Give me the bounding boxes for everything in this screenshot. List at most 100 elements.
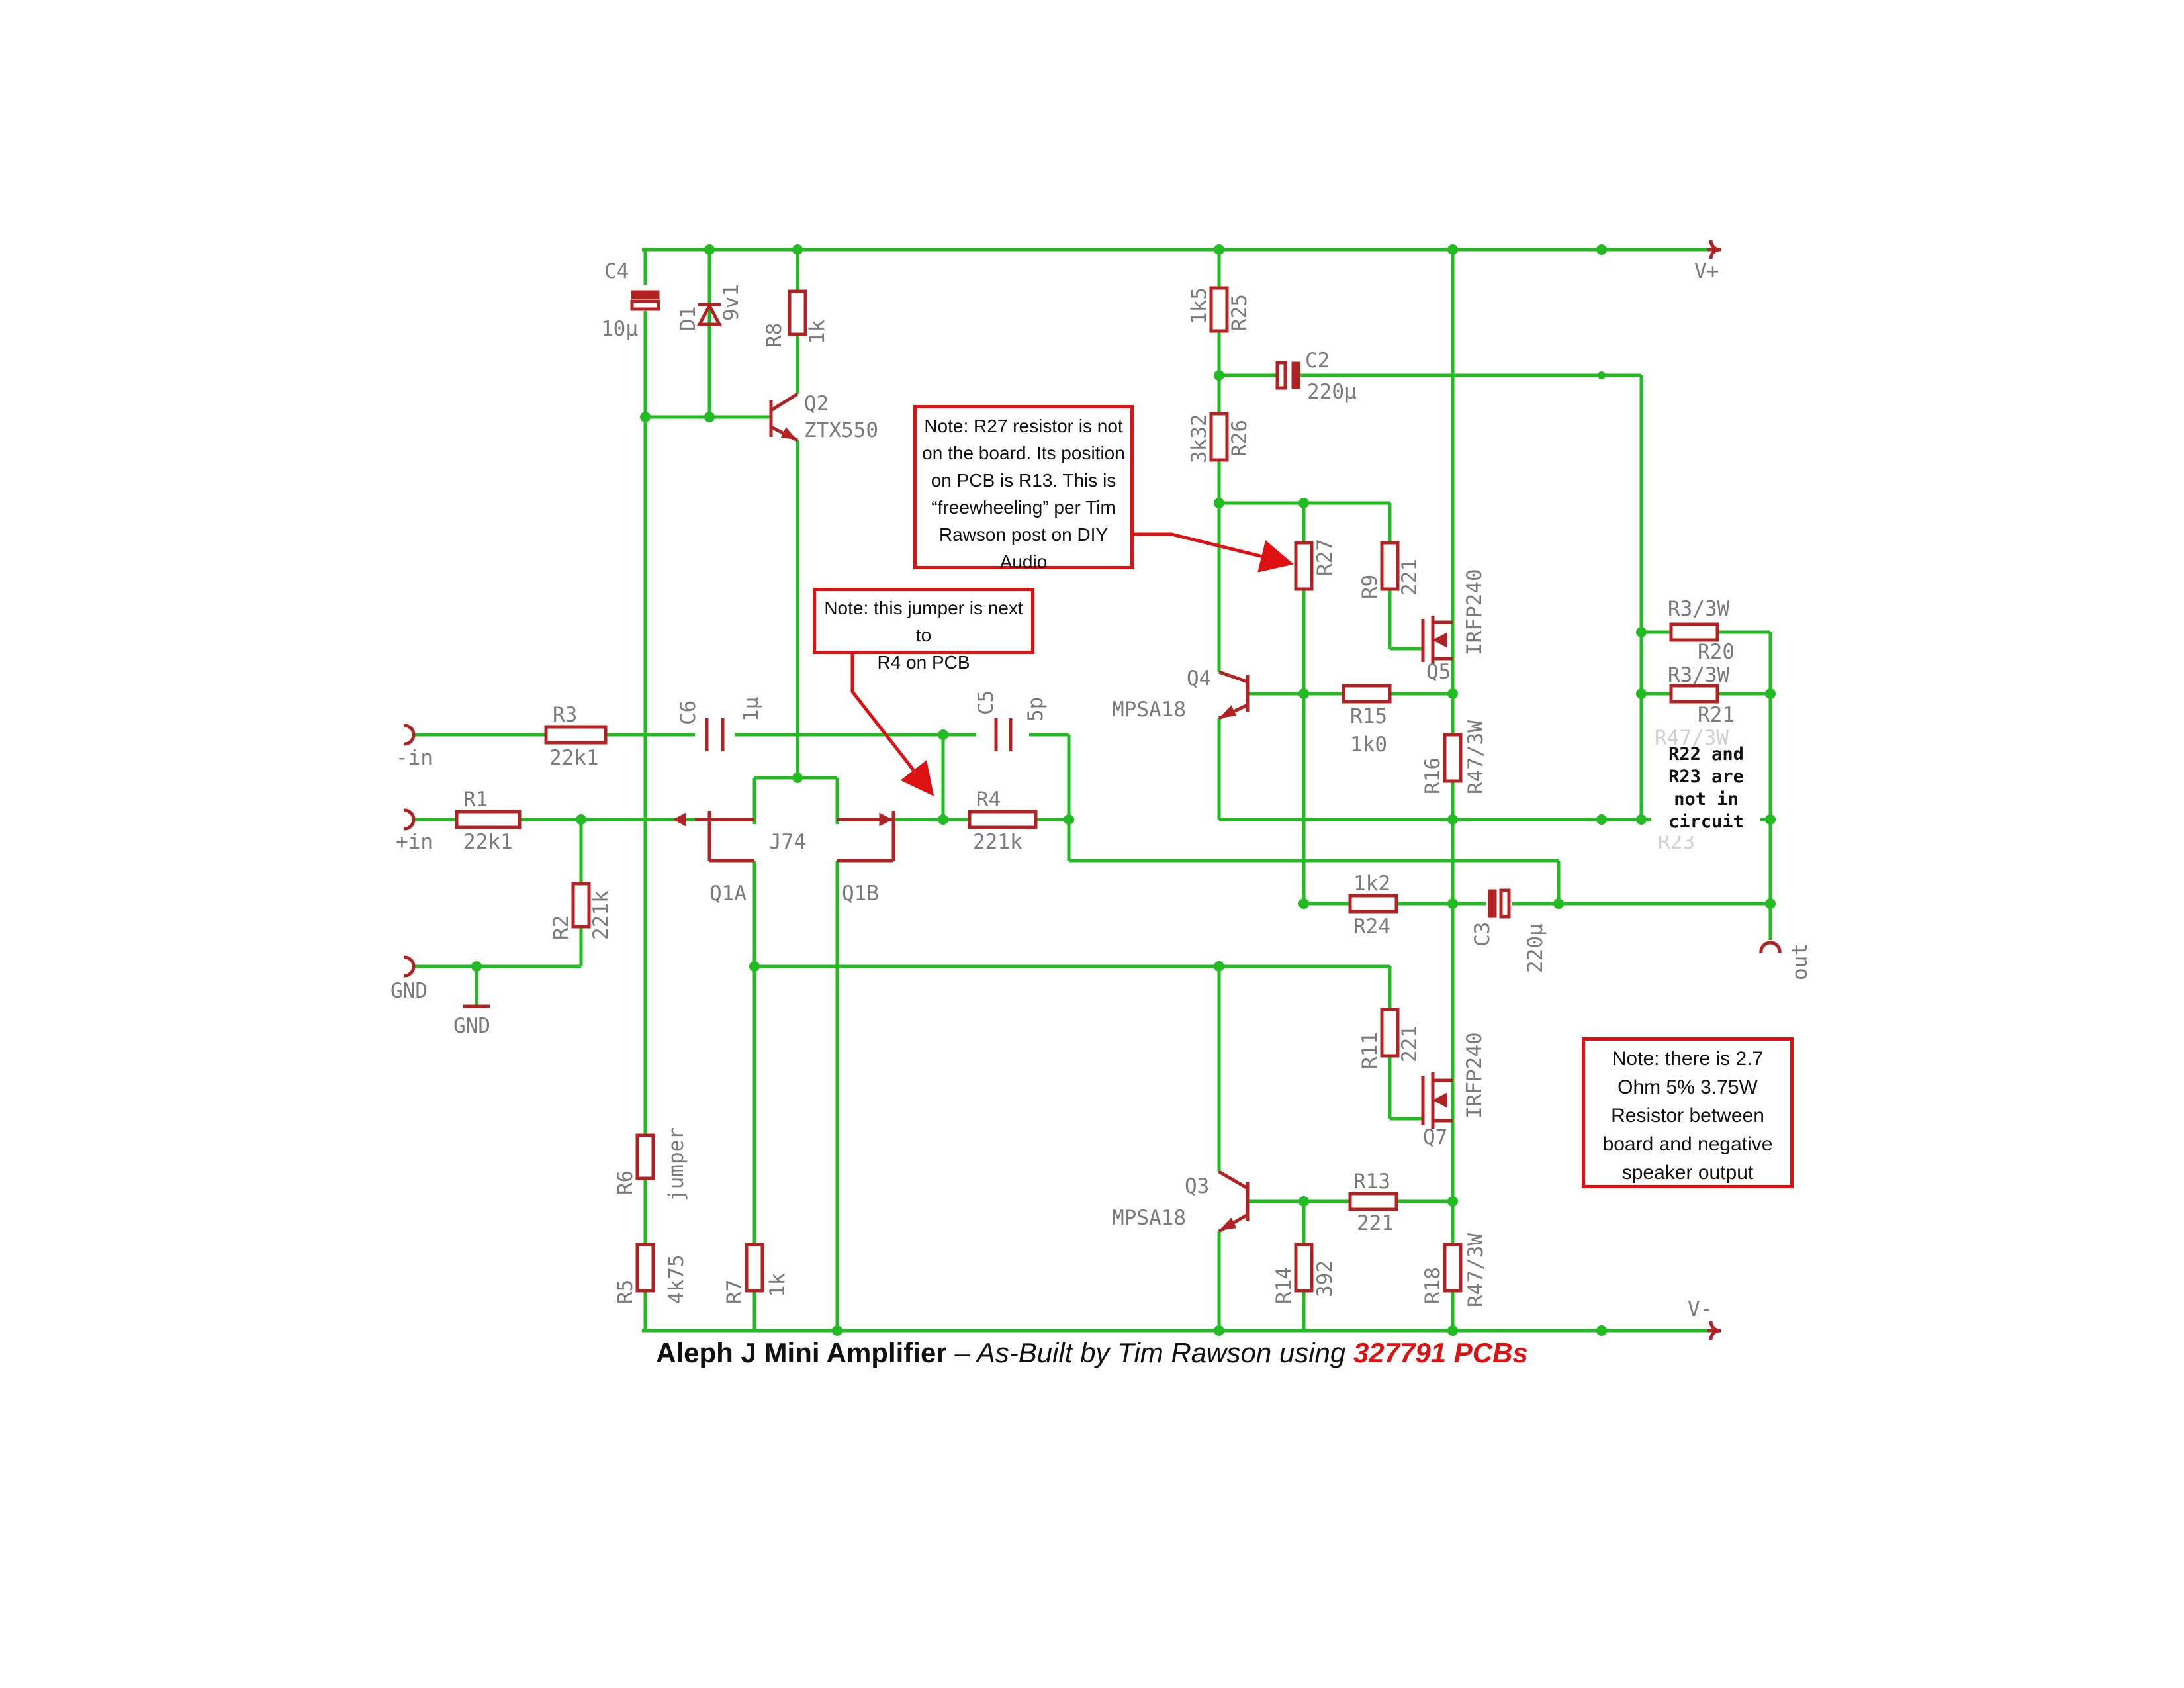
svg-text:1k2: 1k2 [1353, 872, 1390, 896]
svg-text:D1: D1 [676, 306, 700, 331]
r5-resistor: R5 4k75 [614, 1243, 688, 1304]
svg-text:R7: R7 [723, 1280, 747, 1304]
svg-text:IRFP240: IRFP240 [1463, 1032, 1486, 1119]
svg-text:R11: R11 [1358, 1032, 1382, 1069]
svg-text:C6: C6 [676, 700, 700, 725]
gnd-label: GND [390, 979, 428, 1003]
r8-resistor: R8 1k [762, 289, 829, 348]
svg-text:ZTX550: ZTX550 [804, 418, 878, 442]
svg-text:1µ: 1µ [739, 697, 763, 722]
plus-in-label: +in [396, 830, 433, 854]
svg-text:R25: R25 [1228, 294, 1251, 331]
svg-text:MPSA18: MPSA18 [1112, 1206, 1186, 1230]
q2-transistor: Q2 ZTX550 [769, 392, 878, 442]
r1-resistor: R1 22k1 [455, 788, 522, 854]
r21-resistor: R3/3W R21 [1668, 663, 1735, 727]
caption-title: Aleph J Mini Amplifier [656, 1337, 947, 1368]
svg-text:1k0: 1k0 [1350, 733, 1387, 757]
c5-capacitor: C5 5p [974, 690, 1048, 751]
q5-mosfet: Q5 IRFP240 [1421, 569, 1486, 684]
svg-text:R15: R15 [1350, 704, 1387, 728]
svg-text:Q1A: Q1A [709, 882, 747, 906]
plus-in-connector: +in [396, 808, 433, 854]
q3-transistor: Q3 MPSA18 [1112, 1170, 1250, 1233]
svg-text:R3: R3 [553, 703, 577, 727]
r16-resistor: R16 R47/3W [1421, 720, 1488, 794]
vminus-label: V- [1688, 1297, 1712, 1321]
svg-text:C5: C5 [974, 690, 998, 715]
svg-text:Q3: Q3 [1185, 1174, 1209, 1198]
svg-text:221: 221 [1398, 559, 1422, 596]
svg-text:C3: C3 [1471, 922, 1494, 947]
r14-resistor: R14 392 [1272, 1243, 1337, 1304]
svg-text:R13: R13 [1353, 1170, 1390, 1194]
caption-subtitle: – As-Built by Tim Rawson using [946, 1337, 1353, 1368]
r11-resistor: R11 221 [1358, 1008, 1422, 1069]
svg-text:220µ: 220µ [1524, 923, 1547, 973]
svg-text:R21: R21 [1698, 703, 1735, 727]
r22-note-line2: R23 are [1668, 767, 1744, 787]
r22-note-line4: circuit [1668, 812, 1744, 832]
svg-text:221: 221 [1398, 1025, 1422, 1062]
svg-text:Q7: Q7 [1423, 1125, 1447, 1149]
out-connector: out [1759, 941, 1812, 980]
svg-text:392: 392 [1313, 1260, 1337, 1297]
c6-capacitor: C6 1µ [676, 697, 763, 751]
r24-resistor: 1k2 R24 [1348, 872, 1398, 939]
svg-text:R3/3W: R3/3W [1668, 663, 1730, 687]
svg-text:IRFP240: IRFP240 [1463, 569, 1486, 655]
svg-text:C4: C4 [604, 259, 629, 283]
r22-note-line3: not in [1674, 789, 1739, 810]
svg-text:R27: R27 [1313, 539, 1337, 576]
svg-text:R18: R18 [1421, 1267, 1445, 1304]
gnd-connector: GND [390, 955, 428, 1003]
svg-text:4k75: 4k75 [664, 1254, 688, 1304]
junction-dots [471, 244, 1776, 1336]
r22-note-line1: R22 and [1668, 744, 1744, 765]
svg-text:C2: C2 [1305, 349, 1330, 373]
c2-capacitor: C2 220µ [1275, 349, 1357, 404]
svg-text:22k1: 22k1 [549, 746, 599, 770]
svg-text:Q5: Q5 [1426, 660, 1451, 684]
r6-resistor: R6 jumper [614, 1127, 688, 1201]
svg-text:R9: R9 [1358, 575, 1382, 599]
svg-text:R47/3W: R47/3W [1464, 1233, 1488, 1307]
resistor-note-box: Note: there is 2.7 Ohm 5% 3.75W Resistor… [1582, 1037, 1794, 1188]
svg-text:jumper: jumper [664, 1127, 688, 1201]
r4-resistor: R4 221k [968, 788, 1038, 854]
vminus-connector: V- [1688, 1297, 1721, 1340]
wires [414, 248, 1772, 1333]
svg-text:R8: R8 [762, 323, 786, 348]
svg-text:Q1B: Q1B [842, 882, 879, 906]
svg-text:Q4: Q4 [1187, 667, 1211, 690]
svg-text:R6: R6 [614, 1170, 637, 1195]
minus-in-label: -in [396, 746, 433, 770]
svg-text:R14: R14 [1272, 1267, 1296, 1304]
r15-resistor: R15 1k0 [1342, 684, 1392, 757]
r18-resistor: R18 R47/3W [1421, 1233, 1488, 1307]
svg-text:R47/3W: R47/3W [1464, 720, 1488, 794]
ground-symbol-label: GND [453, 1014, 490, 1038]
svg-text:R20: R20 [1698, 640, 1735, 664]
r26-resistor: 3k32 R26 [1187, 412, 1251, 463]
svg-text:221: 221 [1357, 1211, 1394, 1235]
r20-resistor: R3/3W R20 [1668, 597, 1735, 664]
r7-resistor: R7 1k [723, 1243, 790, 1304]
minus-in-connector: -in [396, 724, 433, 770]
svg-text:5p: 5p [1024, 697, 1048, 722]
caption-pcb: 327791 PCBs [1353, 1337, 1528, 1368]
j74-dual-jfet: J74 Q1A Q1B [672, 811, 895, 906]
r25-resistor: 1k5 R25 [1187, 286, 1251, 333]
svg-text:9v1: 9v1 [719, 284, 743, 321]
vplus-label: V+ [1694, 259, 1719, 283]
r9-resistor: R9 221 [1358, 541, 1422, 599]
r27-note-box: Note: R27 resistor is not on the board. … [913, 405, 1134, 572]
svg-text:R4: R4 [976, 788, 1001, 812]
ground-symbol: GND [453, 1004, 490, 1038]
r2-resistor: R2 221k [549, 882, 613, 940]
q4-transistor: Q4 MPSA18 [1112, 667, 1250, 722]
out-label: out [1788, 943, 1812, 980]
r13-resistor: R13 221 [1348, 1170, 1398, 1235]
svg-text:R2: R2 [549, 915, 573, 940]
svg-text:R5: R5 [614, 1280, 637, 1304]
